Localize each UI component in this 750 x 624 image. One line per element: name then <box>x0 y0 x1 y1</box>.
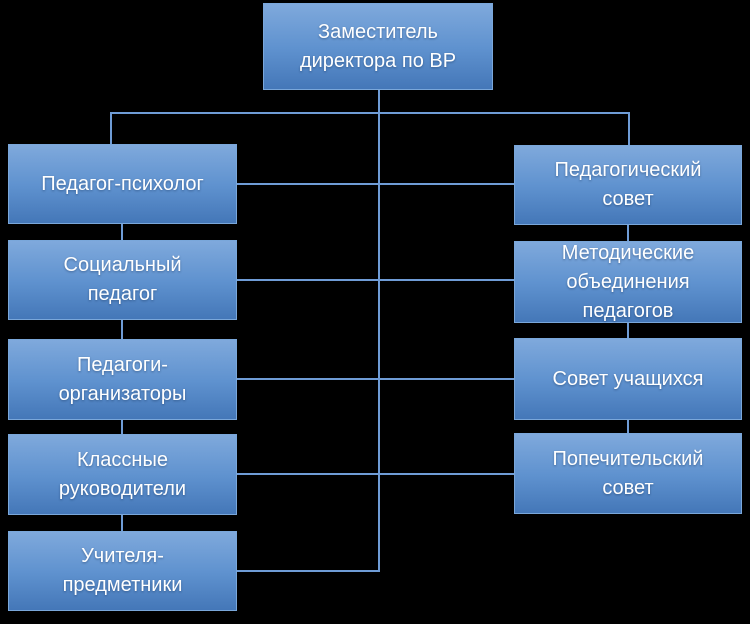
node-label: Социальный педагог <box>63 254 182 305</box>
node-label: Педагогический совет <box>554 159 702 210</box>
node-klassnye-rukovoditeli: Классные руководители <box>8 434 237 515</box>
node-label: Заместитель директора по ВР <box>299 20 457 72</box>
connector-right-interbox-3 <box>627 419 629 434</box>
connector-row-3 <box>236 378 516 380</box>
node-label: Классные руководители <box>58 448 187 500</box>
connector-left-interbox-4 <box>121 514 123 532</box>
connector-row-5 <box>236 570 380 572</box>
node-label: Методические объединения педагогов <box>561 241 695 322</box>
connector-row-4 <box>236 473 516 475</box>
node-label: Учителя- предметники <box>62 545 183 596</box>
connector-top-branch-horizontal <box>110 112 630 114</box>
connector-drop-left-column <box>110 112 112 145</box>
node-socialny-pedagog: Социальный педагог <box>8 240 237 320</box>
connector-right-interbox-2 <box>627 322 629 339</box>
node-pedagogi-organizatory: Педагоги- организаторы <box>8 339 237 420</box>
connector-left-interbox-1 <box>121 223 123 241</box>
connector-left-interbox-3 <box>121 419 123 435</box>
node-label: Педагоги- организаторы <box>58 353 187 405</box>
node-metodicheskie-obedineniya: Методические объединения педагогов <box>514 241 742 323</box>
node-label: Педагог-психолог <box>41 172 204 195</box>
node-uchitelya-predmetniki: Учителя- предметники <box>8 531 237 611</box>
node-pedagog-psiholog: Педагог-психолог <box>8 144 237 224</box>
connector-drop-right-column <box>628 112 630 146</box>
connector-row-2 <box>236 279 516 281</box>
connector-right-interbox-1 <box>627 224 629 242</box>
node-deputy-director: Заместитель директора по ВР <box>263 3 493 90</box>
connector-trunk-vertical <box>378 89 380 571</box>
node-label: Совет учащихся <box>552 367 704 390</box>
node-popechitelsky-sovet: Попечительский совет <box>514 433 742 514</box>
connector-row-1 <box>236 183 516 185</box>
node-pedagogichesky-sovet: Педагогический совет <box>514 145 742 225</box>
connector-left-interbox-2 <box>121 319 123 340</box>
node-label: Попечительский совет <box>552 447 704 499</box>
node-sovet-uchashchihsya: Совет учащихся <box>514 338 742 420</box>
